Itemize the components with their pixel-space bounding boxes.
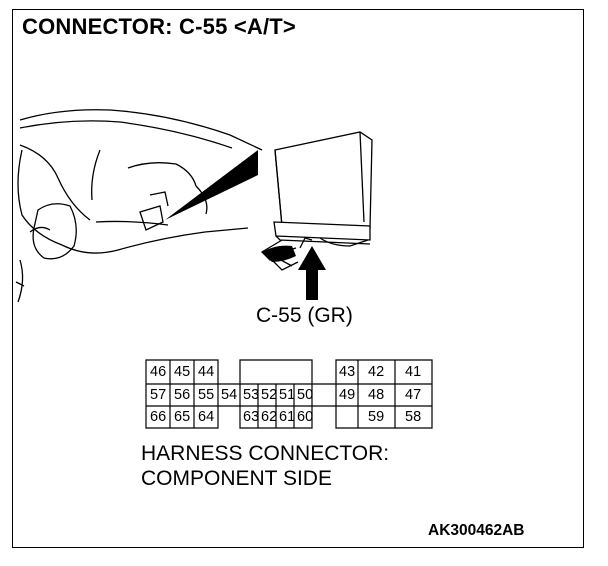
pin-60: 60 [297, 409, 314, 425]
module-drawing [260, 131, 373, 271]
pin-44: 44 [198, 364, 215, 380]
pin-56: 56 [174, 387, 191, 403]
figure-frame [12, 9, 584, 548]
pin-57: 57 [150, 387, 167, 403]
pin-49: 49 [339, 387, 356, 403]
pin-66: 66 [150, 409, 167, 425]
cable-fill [262, 245, 296, 262]
pin-65: 65 [174, 409, 191, 425]
pin-59: 59 [368, 409, 385, 425]
pin-48: 48 [368, 387, 385, 403]
pin-47: 47 [405, 387, 422, 403]
up-arrow [298, 246, 326, 300]
dashboard-drawing [15, 109, 263, 303]
figure-title: CONNECTOR: C-55 <A/T> [22, 14, 296, 39]
pin-41: 41 [405, 364, 422, 380]
connector-callout-label: C-55 (GR) [256, 304, 353, 327]
pin-43: 43 [339, 364, 356, 380]
pointer-wedge [165, 150, 258, 220]
pin-52: 52 [261, 387, 278, 403]
pin-46: 46 [150, 364, 167, 380]
pin-55: 55 [198, 387, 215, 403]
pin-62: 62 [261, 409, 278, 425]
pin-53: 53 [243, 387, 260, 403]
caption-line-1: HARNESS CONNECTOR: [141, 442, 390, 465]
caption-line-2: COMPONENT SIDE [141, 467, 332, 490]
pin-61: 61 [279, 409, 296, 425]
pin-64: 64 [198, 409, 215, 425]
figure-code: AK300462AB [428, 522, 525, 539]
pin-50: 50 [297, 387, 314, 403]
pin-58: 58 [405, 409, 422, 425]
pin-63: 63 [243, 409, 260, 425]
pin-51: 51 [279, 387, 296, 403]
connector-outline [145, 359, 433, 429]
pin-45: 45 [174, 364, 191, 380]
caption: HARNESS CONNECTOR: COMPONENT SIDE [141, 441, 389, 491]
pin-42: 42 [368, 364, 385, 380]
pin-54: 54 [221, 387, 238, 403]
